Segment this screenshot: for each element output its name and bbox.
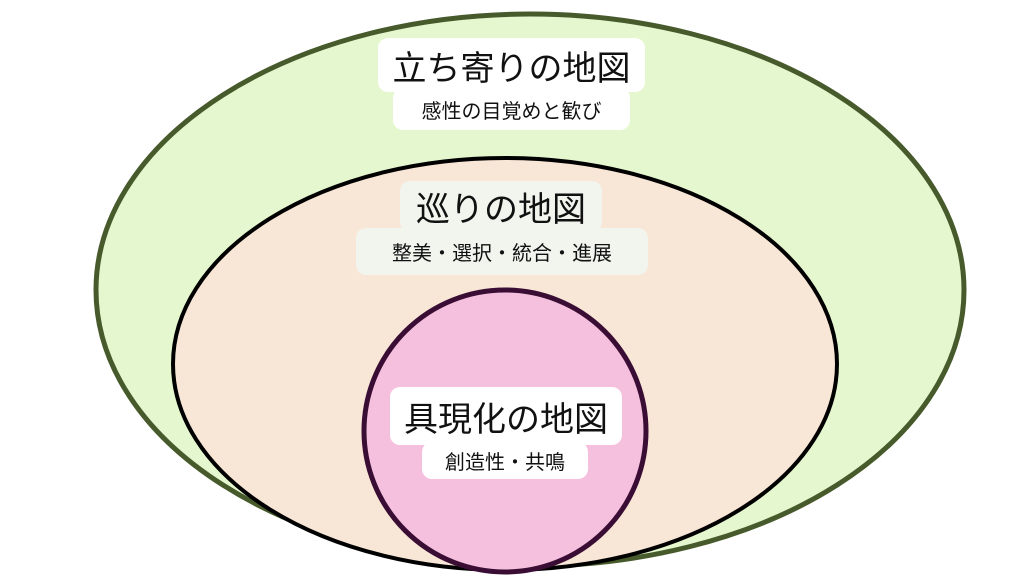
- middle-title-label: 巡りの地図: [400, 181, 602, 232]
- middle-subtitle-label: 整美・選択・統合・進展: [356, 228, 648, 275]
- outer-title-label: 立ち寄りの地図: [378, 38, 645, 92]
- inner-subtitle-label: 創造性・共鳴: [422, 442, 588, 479]
- inner-title-label: 具現化の地図: [390, 387, 622, 445]
- outer-subtitle-label: 感性の目覚めと歓び: [393, 88, 630, 130]
